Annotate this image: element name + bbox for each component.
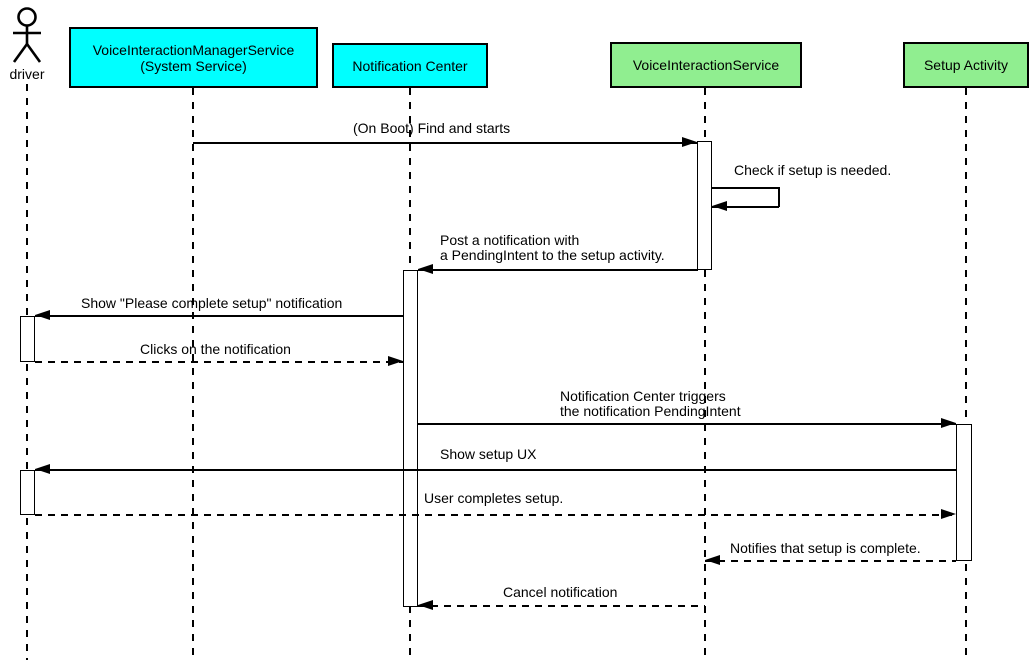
message-line (35, 469, 956, 471)
arrowhead-left-icon (418, 264, 433, 274)
activation-notification-center (403, 270, 418, 607)
message-line-dashed (418, 605, 705, 607)
participant-label: Notification Center (352, 57, 468, 74)
message-label: Show setup UX (440, 446, 537, 462)
self-message-out-line (712, 187, 779, 189)
activation-driver-1 (20, 316, 35, 362)
activation-voiceinteractionservice (697, 141, 712, 270)
arrowhead-right-icon (682, 137, 697, 147)
arrowhead-left-icon (705, 555, 720, 565)
participant-setup-activity: Setup Activity (903, 42, 1029, 88)
lifeline-voiceinteractionmanagerservice (192, 88, 194, 660)
lifeline-setup-activity (965, 88, 967, 660)
message-label: (On Boot) Find and starts (353, 120, 511, 136)
message-line-dashed (705, 560, 956, 562)
message-label: Show "Please complete setup" notificatio… (81, 295, 343, 311)
message-label: User completes setup. (424, 490, 564, 506)
activation-setup-activity (956, 424, 972, 561)
message-line-dashed (35, 361, 403, 363)
participant-label: VoiceInteractionService (632, 57, 780, 73)
arrowhead-left-icon (35, 310, 50, 320)
arrowhead-right-icon (941, 509, 956, 519)
arrowhead-left-icon (35, 464, 50, 474)
arrowhead-right-icon (388, 356, 403, 366)
actor-driver-label: driver (9, 66, 45, 82)
message-label: Notification Center triggers the notific… (560, 388, 741, 419)
message-label: Cancel notification (503, 584, 618, 600)
message-line (418, 269, 698, 271)
lifeline-voiceinteractionservice (704, 88, 706, 660)
participant-notification-center: Notification Center (332, 43, 488, 88)
participant-label: VoiceInteractionManagerService (System S… (92, 41, 295, 74)
arrowhead-left-icon (712, 201, 727, 211)
actor-icon (12, 7, 42, 63)
self-message-return-line (712, 206, 779, 208)
lifeline-driver (26, 84, 28, 660)
message-label: Post a notification with a PendingIntent… (440, 232, 665, 263)
message-line-dashed (35, 514, 956, 516)
message-line (193, 142, 697, 144)
arrowhead-right-icon (941, 418, 956, 428)
message-label: Check if setup is needed. (734, 162, 892, 178)
message-line (418, 423, 956, 425)
message-label: Clicks on the notification (140, 341, 291, 357)
participant-voiceinteractionmanagerservice: VoiceInteractionManagerService (System S… (69, 27, 318, 88)
participant-voiceinteractionservice: VoiceInteractionService (610, 42, 802, 88)
arrowhead-left-icon (418, 600, 433, 610)
participant-label: Setup Activity (923, 57, 1009, 73)
self-message-down-line (778, 187, 780, 207)
message-label: Notifies that setup is complete. (730, 540, 921, 556)
activation-driver-2 (20, 470, 35, 515)
message-line (35, 315, 403, 317)
